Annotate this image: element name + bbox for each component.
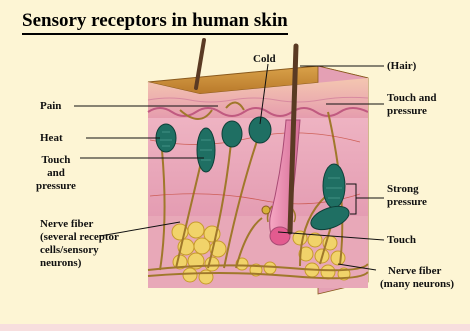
label-line: cells/sensory [40,244,119,257]
label-line: (many neurons) [380,278,454,291]
label-touch-and-pressure-left: Touch and pressure [36,154,76,193]
label-touch: Touch [387,234,416,247]
label-hair: (Hair) [387,60,416,73]
diagram-title: Sensory receptors in human skin [22,10,288,35]
label-nerve-fiber-right: Nerve fiber (many neurons) [380,265,454,291]
label-line: and [36,167,76,180]
label-line: Touch and [387,92,436,105]
label-line: Strong [387,183,427,196]
label-heat: Heat [40,132,63,145]
label-pain: Pain [40,100,61,113]
label-cold: Cold [253,53,276,66]
label-line: (several receptor [40,231,119,244]
label-line: neurons) [40,257,119,270]
label-line: Touch [36,154,76,167]
label-nerve-fiber-left: Nerve fiber (several receptor cells/sens… [40,218,119,270]
label-line: pressure [387,196,427,209]
label-line: Nerve fiber [40,218,119,231]
label-line: pressure [387,105,436,118]
label-line: Nerve fiber [380,265,454,278]
label-strong-pressure: Strong pressure [387,183,427,209]
label-touch-and-pressure-right: Touch and pressure [387,92,436,118]
label-line: pressure [36,180,76,193]
